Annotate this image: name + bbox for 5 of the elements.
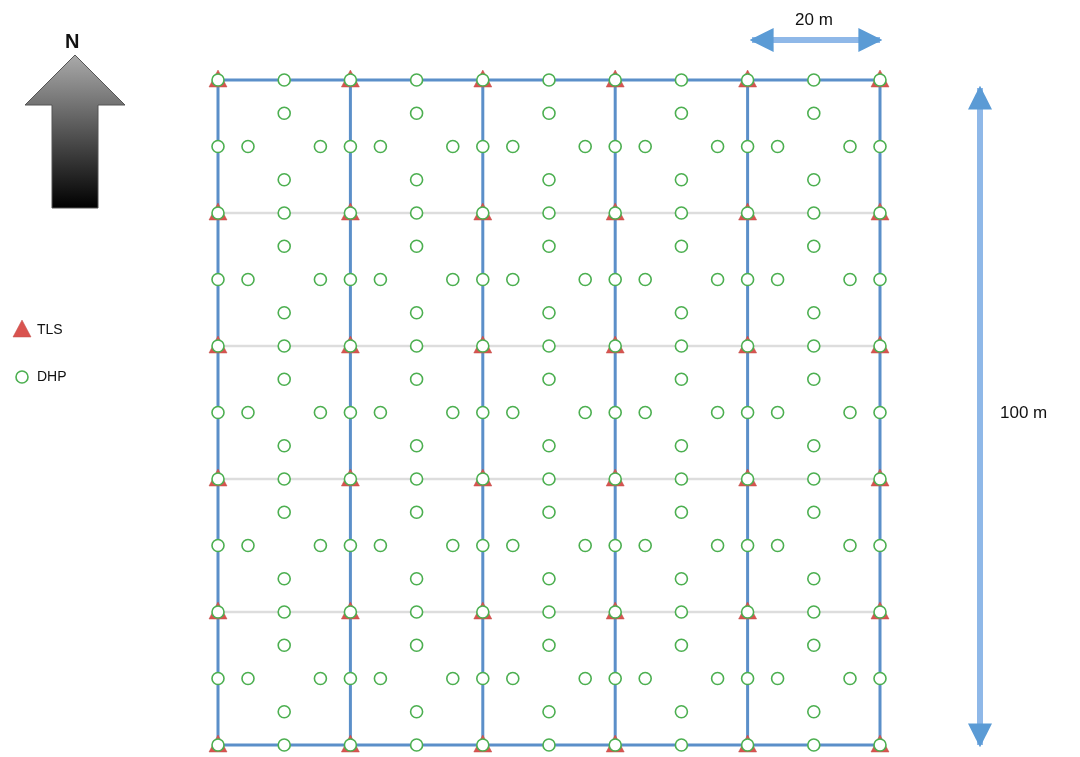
legend-label: DHP	[37, 368, 67, 384]
legend-label: TLS	[37, 321, 63, 337]
dimension-label: 100 m	[1000, 403, 1048, 423]
dimension-label: 20 m	[795, 10, 833, 30]
north-label: N	[65, 30, 80, 53]
